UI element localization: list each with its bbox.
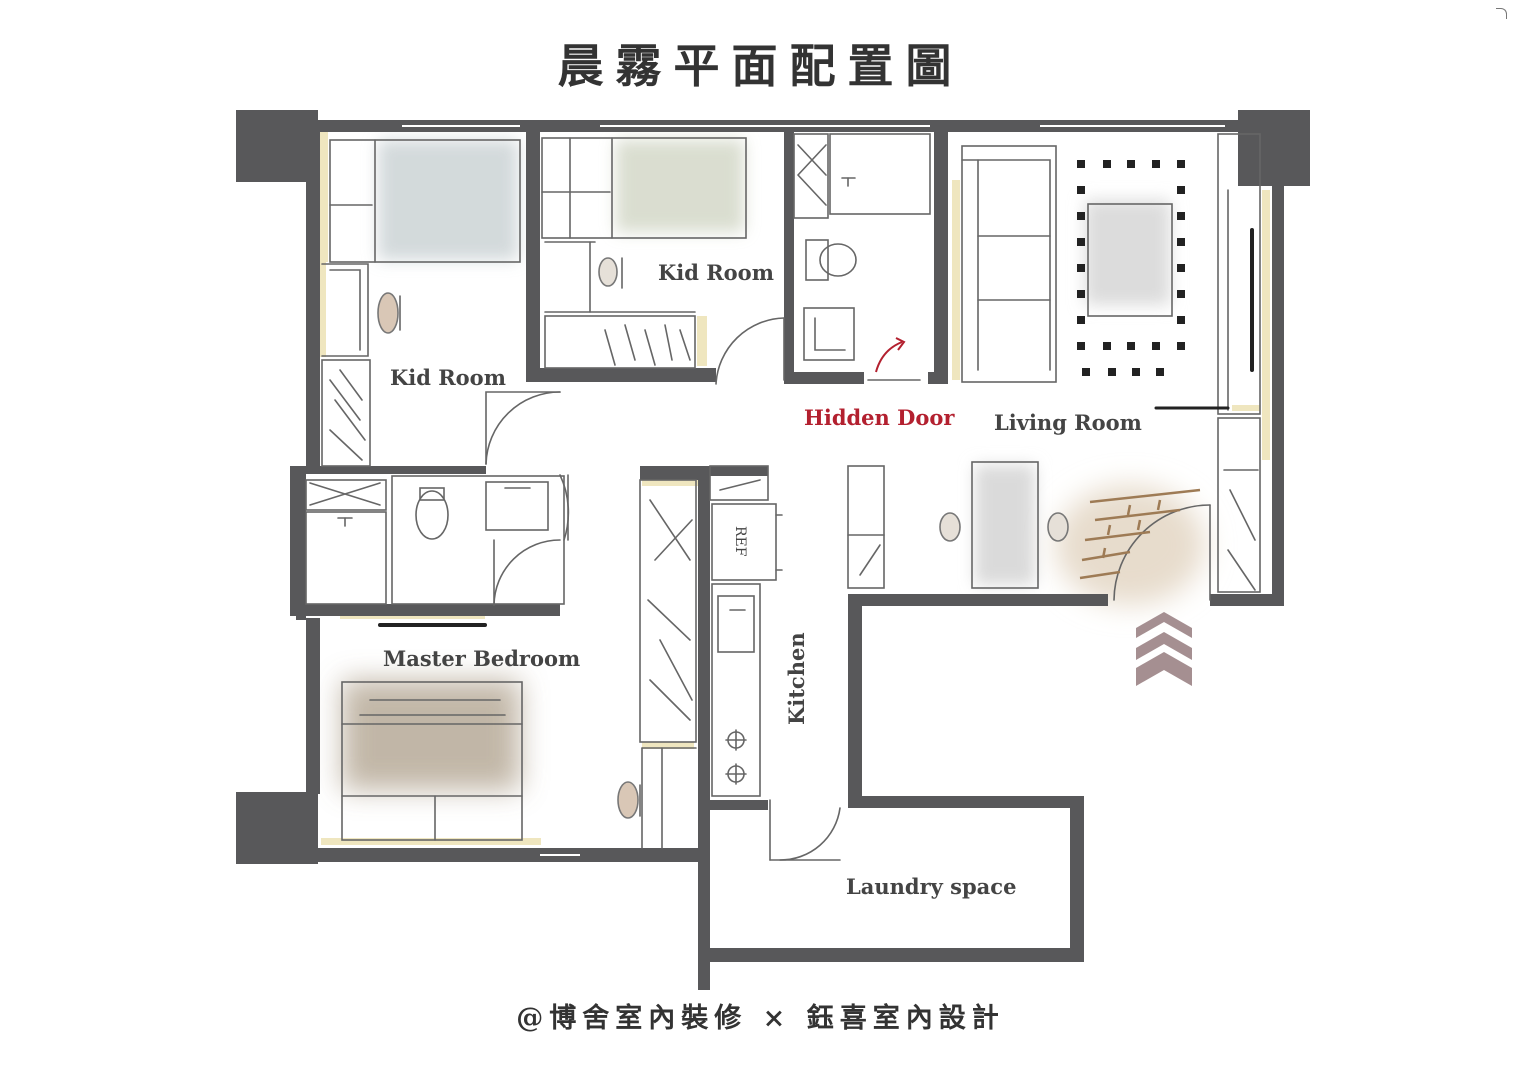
page-title: 晨霧平面配置圖 <box>557 39 964 93</box>
entry-wood-floor <box>1079 488 1201 580</box>
hidden-door-arrow-icon <box>875 341 903 373</box>
rug-pattern <box>1077 160 1185 376</box>
footer-credits: @博舍室內裝修 × 鈺喜室內設計 <box>516 1003 1005 1034</box>
wood-accents <box>319 132 1270 845</box>
furniture-lines <box>305 133 1261 861</box>
label-laundry-space: Laundry space <box>846 874 1016 899</box>
entry-arrow-icon <box>1136 612 1192 686</box>
label-fridge: REF <box>732 526 748 557</box>
label-living-room: Living Room <box>994 410 1142 435</box>
hidden-door-arrow-head <box>895 337 906 351</box>
soft-fills <box>342 140 1205 790</box>
corner-mark <box>1496 8 1507 19</box>
label-hidden-door: Hidden Door <box>804 405 955 430</box>
label-kid-room-2: Kid Room <box>658 260 774 285</box>
walls <box>236 110 1310 990</box>
label-kitchen: Kitchen <box>784 632 809 725</box>
label-kid-room-1: Kid Room <box>390 365 506 390</box>
windows <box>297 125 1225 856</box>
label-master-bedroom: Master Bedroom <box>383 646 580 671</box>
